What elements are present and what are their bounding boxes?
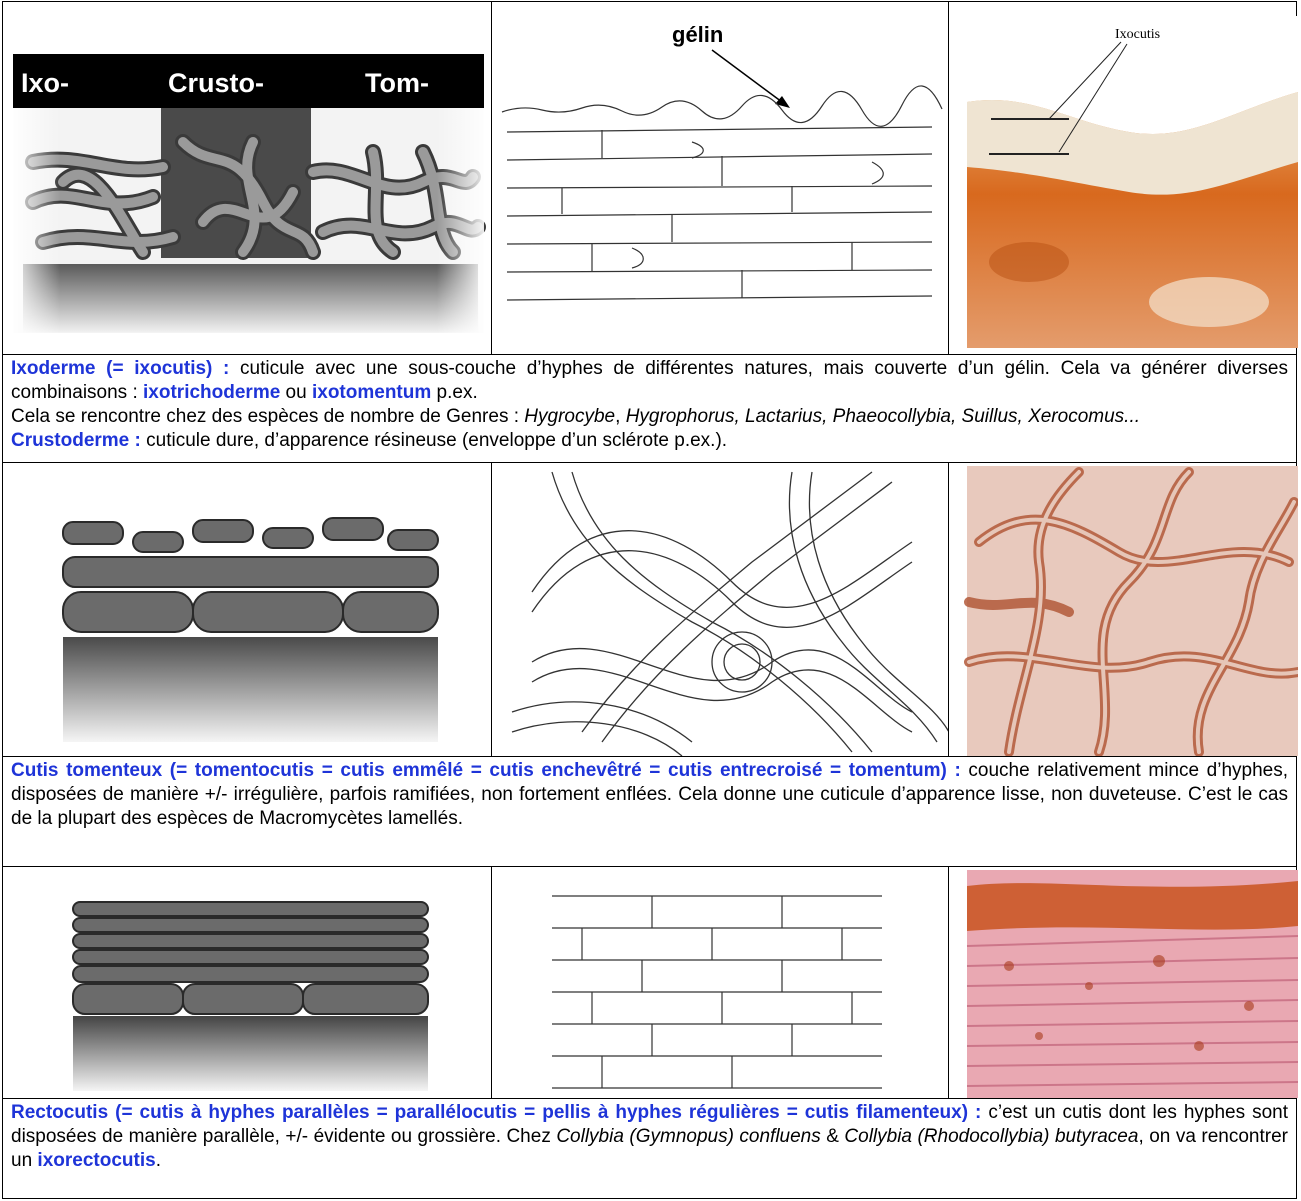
term-ixorectocutis: ixorectocutis	[37, 1150, 155, 1171]
label-crusto: Crusto-	[168, 68, 264, 98]
cutis-tomenteux-description: Cutis tomenteux (= tomentocutis = cutis …	[3, 757, 1296, 866]
image-row-rectocutis	[3, 866, 1296, 1098]
illustration-rectocutis	[3, 866, 492, 1098]
genus-list: Hygrophorus, Lactarius, Phaeocollybia, S…	[626, 406, 1140, 427]
photo-rectocutis	[949, 866, 1298, 1098]
gelin-label: gélin	[672, 22, 723, 47]
term-rectocutis: Rectocutis (= cutis à hyphes parallèles …	[11, 1102, 981, 1123]
drawing-tomenteux	[492, 462, 949, 756]
label-tom: Tom-	[365, 68, 429, 98]
illustration-ixo-crusto-tom: Ixo- Crusto- Tom-	[3, 2, 492, 354]
genus-hygrocybe: Hygrocybe	[524, 406, 615, 427]
term-crustoderme: Crustoderme :	[11, 430, 141, 451]
image-row-ixoderme: Ixo- Crusto- Tom-	[3, 2, 1296, 354]
image-row-tomenteux	[3, 462, 1296, 756]
ixoderme-description: Ixoderme (= ixocutis) : cuticule avec un…	[3, 355, 1296, 461]
label-ixo: Ixo-	[21, 68, 69, 98]
term-ixotomentum: ixotomentum	[312, 382, 431, 403]
term-ixoderme: Ixoderme (= ixocutis) :	[11, 358, 229, 379]
term-ixotrichoderme: ixotrichoderme	[143, 382, 280, 403]
species-butyracea: Collybia (Rhodocollybia) butyracea	[844, 1126, 1138, 1147]
rectocutis-description: Rectocutis (= cutis à hyphes parallèles …	[3, 1099, 1296, 1199]
term-cutis-tomenteux: Cutis tomenteux (= tomentocutis = cutis …	[11, 760, 961, 781]
species-confluens: Collybia (Gymnopus) confluens	[556, 1126, 820, 1147]
photo-ixocutis: Ixocutis	[949, 2, 1298, 354]
drawing-rectocutis	[492, 866, 949, 1098]
drawing-gelin: gélin	[492, 2, 949, 354]
photo-tomenteux	[949, 462, 1298, 756]
illustration-tomenteux	[3, 462, 492, 756]
ixocutis-label: Ixocutis	[1115, 27, 1160, 42]
